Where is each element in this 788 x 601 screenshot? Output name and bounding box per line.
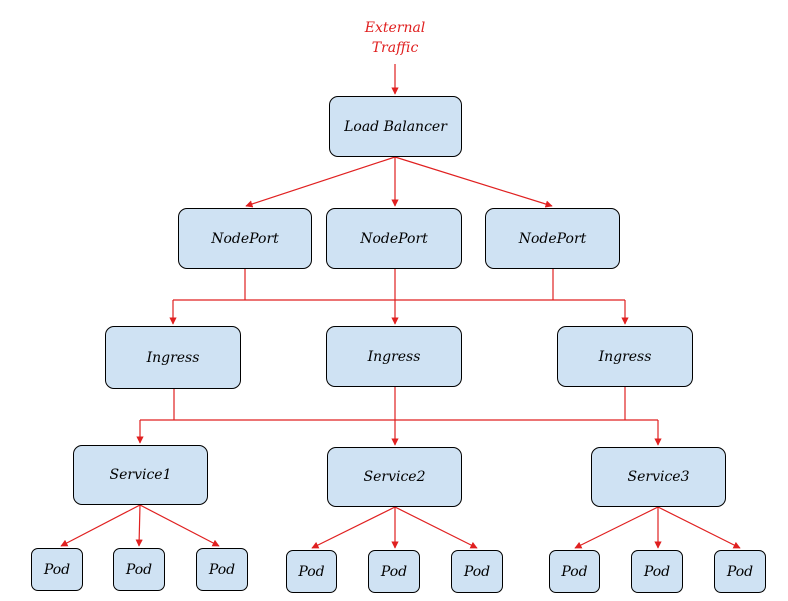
edge-service-1-to-pod-1 [60, 504, 141, 547]
edge-service-1-to-pod-2 [135, 504, 143, 547]
edge-service-1-to-pod-3 [139, 504, 220, 547]
pod-node-3[interactable]: Pod [196, 548, 248, 591]
service-node-2[interactable]: Service2 [327, 447, 462, 507]
service-node-1[interactable]: Service1 [73, 445, 208, 505]
edge-service-2-to-pod-4 [311, 506, 396, 549]
edge-service-2-to-pod-6 [394, 506, 478, 549]
load-balancer-node[interactable]: Load Balancer [329, 96, 462, 157]
nodeport-node-2[interactable]: NodePort [326, 208, 462, 269]
ingress-node-2[interactable]: Ingress [326, 326, 462, 387]
pod-node-2[interactable]: Pod [113, 548, 165, 591]
pod-node-8[interactable]: Pod [631, 550, 683, 593]
nodeport-node-3[interactable]: NodePort [485, 208, 620, 269]
edge-lb-to-nodeport-3 [394, 156, 553, 208]
edge-lb-to-nodeport-1 [245, 156, 396, 208]
pod-node-5[interactable]: Pod [368, 550, 420, 593]
pod-node-4[interactable]: Pod [286, 550, 337, 593]
pod-node-9[interactable]: Pod [714, 550, 766, 593]
external-traffic-label: External Traffic [345, 18, 445, 58]
edge-service-3-to-pod-9 [657, 506, 741, 549]
external-traffic-line-2: Traffic [371, 40, 419, 56]
pod-node-6[interactable]: Pod [451, 550, 503, 593]
external-traffic-line-1: External [364, 20, 426, 36]
ingress-node-1[interactable]: Ingress [105, 326, 241, 389]
pod-node-7[interactable]: Pod [549, 550, 600, 593]
pod-node-1[interactable]: Pod [31, 548, 83, 591]
nodeport-node-1[interactable]: NodePort [178, 208, 312, 269]
service-node-3[interactable]: Service3 [591, 447, 726, 507]
edge-service-3-to-pod-7 [574, 506, 659, 549]
ingress-node-3[interactable]: Ingress [557, 326, 693, 387]
